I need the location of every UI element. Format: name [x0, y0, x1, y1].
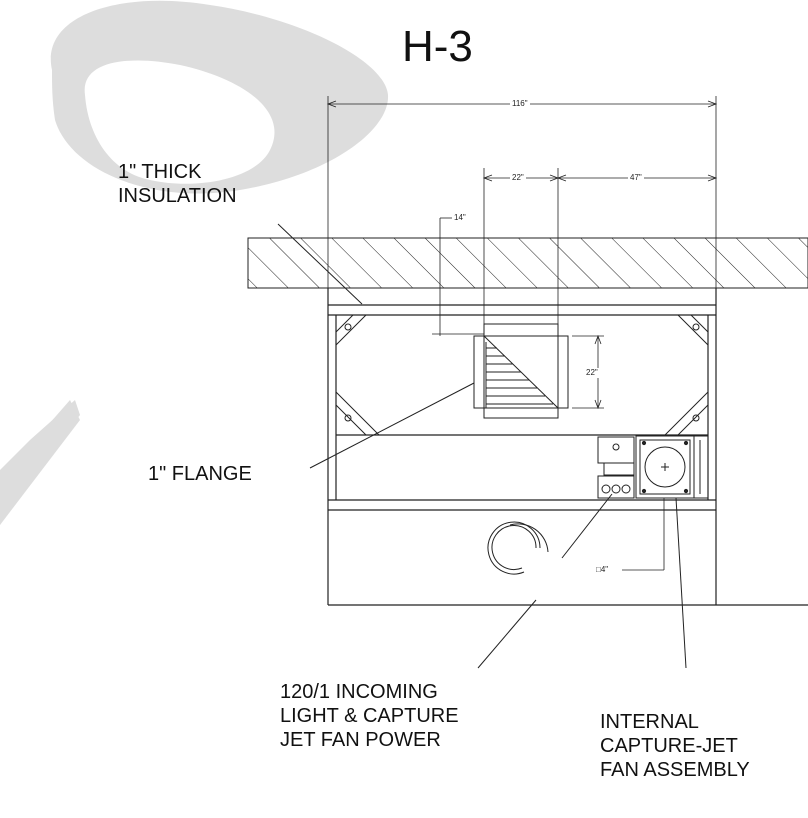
power-label: 120/1 INCOMING LIGHT & CAPTURE JET FAN P…: [280, 681, 459, 751]
flange-label: 1" FLANGE: [148, 463, 252, 485]
dimension-4-label: □4": [594, 565, 611, 575]
insulation-label: 1" THICK INSULATION: [118, 161, 237, 207]
drawing-title: H-3: [402, 22, 473, 71]
watermark-slash-top: [0, 400, 80, 525]
dimension-22-side: [572, 334, 604, 410]
fan-assembly: [597, 435, 709, 499]
leader-lines: [277, 223, 687, 669]
watermark-o-ring: [50, 0, 389, 194]
watermark-graphic: [0, 0, 389, 525]
exhaust-collar: [473, 323, 569, 419]
dimension-22-side-label: 22": [584, 368, 600, 378]
dimension-4: [622, 498, 665, 571]
dimension-22-top-label: 22": [510, 173, 526, 183]
corner-brackets: [335, 314, 709, 436]
dimension-14-label: 14": [452, 213, 468, 223]
insulation-hatch: [247, 237, 808, 289]
dimension-116-label: 116": [510, 99, 530, 109]
dimension-47-label: 47": [628, 173, 644, 183]
knockout-circle: [487, 521, 549, 575]
hood-body: [327, 288, 808, 606]
fan-assembly-label: INTERNAL CAPTURE-JET FAN ASSEMBLY: [600, 711, 750, 781]
